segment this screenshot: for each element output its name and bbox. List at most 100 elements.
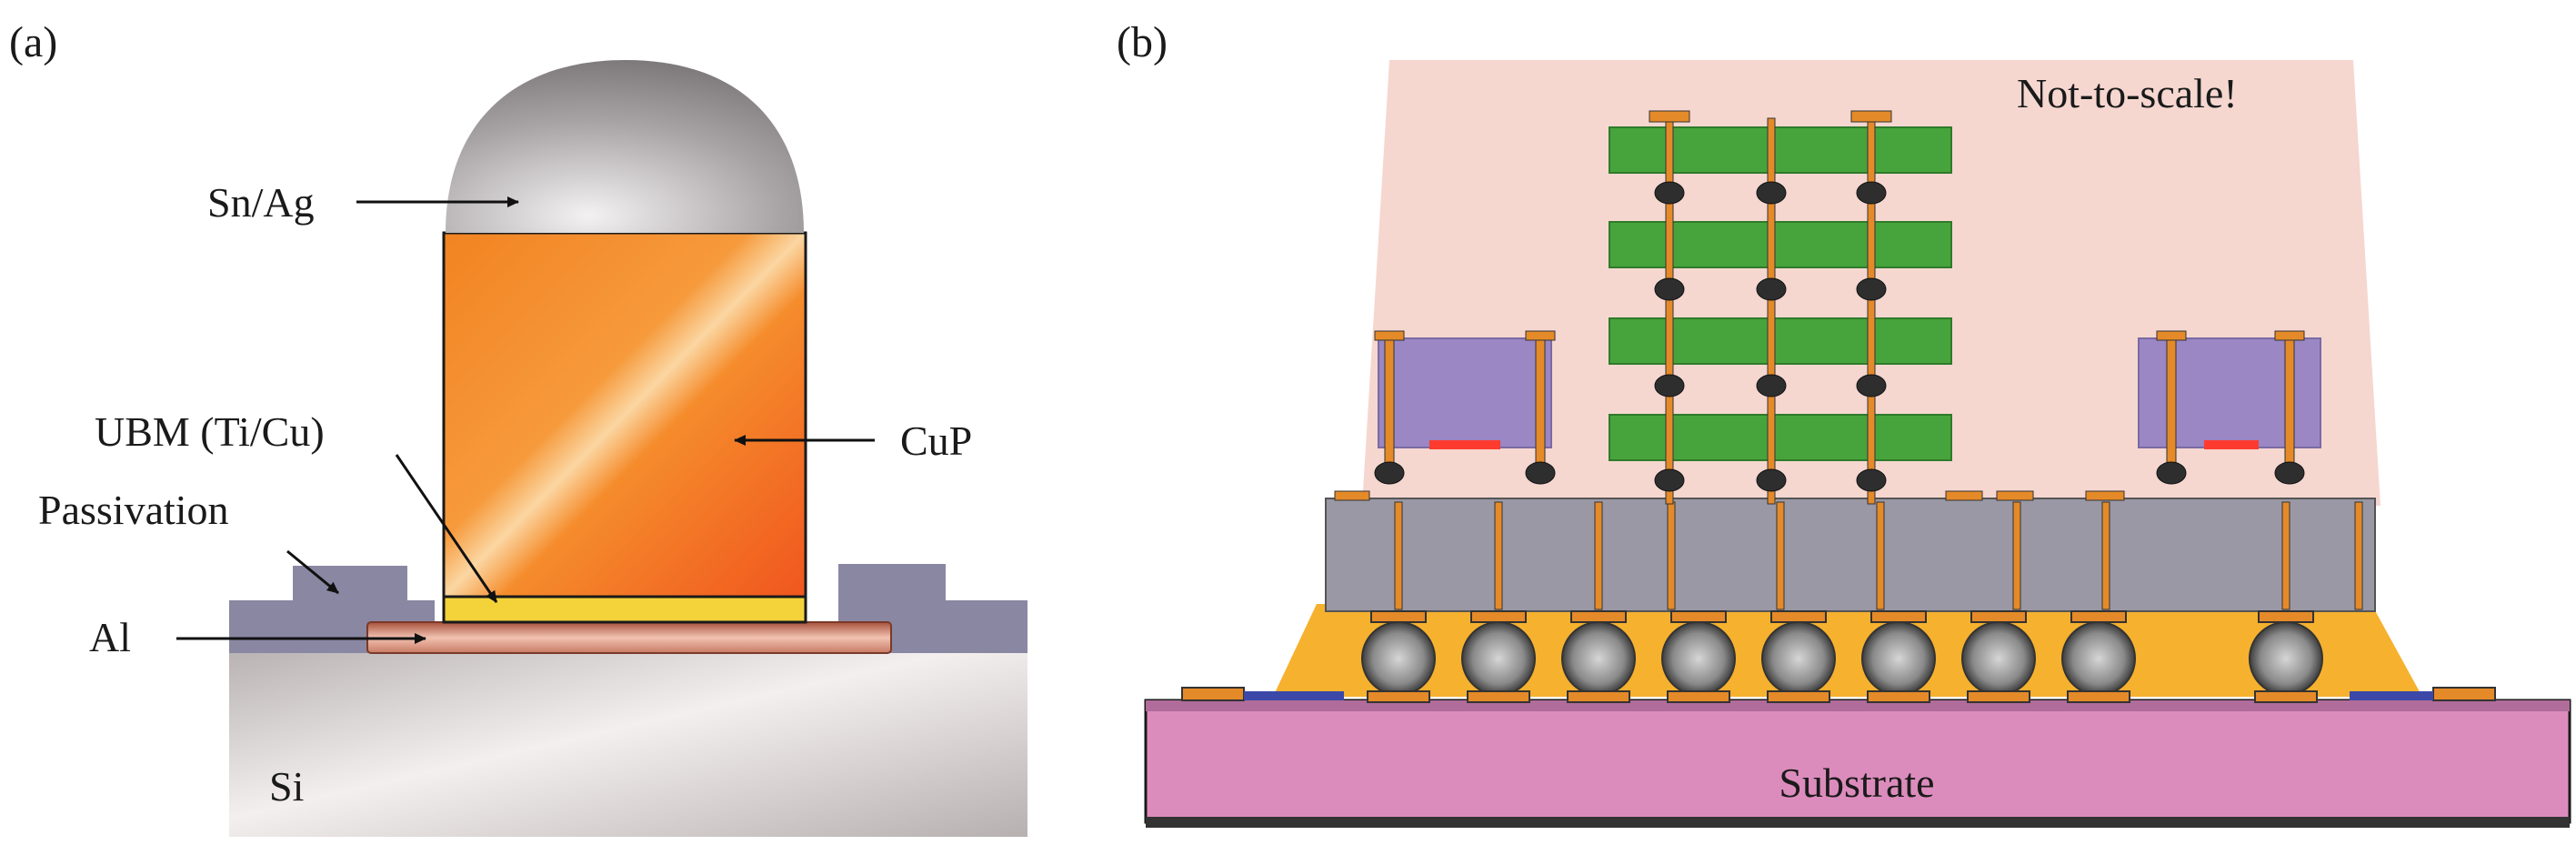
c4-top-pad	[1670, 610, 1727, 623]
micro-bump	[1654, 374, 1685, 397]
c4-bottom-pad	[1367, 690, 1430, 703]
tsv	[1776, 501, 1785, 610]
micro-bump	[1756, 374, 1787, 397]
c4-solder-ball	[1461, 621, 1536, 696]
c4-solder-ball	[2061, 621, 2136, 696]
si-layer	[229, 653, 1027, 837]
interposer-top-pad	[2085, 490, 2125, 501]
c4-solder-ball	[1961, 621, 2036, 696]
ubm-label: UBM (Ti/Cu)	[95, 408, 325, 455]
tsv	[2012, 501, 2021, 610]
passive-die-pad	[2274, 330, 2305, 341]
c4-bottom-pad	[1467, 690, 1530, 703]
tsv	[1594, 501, 1603, 610]
tsv	[2281, 501, 2290, 610]
interposer-top-pad	[1334, 490, 1370, 501]
c4-solder-ball	[1661, 621, 1736, 696]
tsv	[2354, 501, 2363, 610]
c4-solder-ball	[1361, 621, 1436, 696]
ubm-arrow	[395, 454, 498, 603]
not-to-scale-note: Not-to-scale!	[2017, 70, 2238, 116]
micro-bump	[2274, 461, 2305, 485]
c4-top-pad	[1470, 610, 1527, 623]
tsv	[2101, 501, 2110, 610]
panel-b-label: (b)	[1117, 18, 1168, 66]
cup-label: CuP	[900, 417, 972, 464]
c4-solder-ball	[1761, 621, 1836, 696]
c4-top-pad	[2070, 610, 2127, 623]
c4-bottom-pad	[1867, 690, 1930, 703]
memory-top-pad	[1850, 110, 1892, 123]
c4-bottom-pad	[1567, 690, 1630, 703]
passive-die-pillar	[1535, 336, 1546, 483]
snag-cap	[446, 60, 804, 233]
substrate-bottom-layer	[1146, 817, 2570, 828]
tsv	[1876, 501, 1885, 610]
si-label: Si	[269, 763, 304, 810]
al-label: Al	[89, 614, 131, 660]
micro-bump	[1525, 461, 1556, 485]
memory-tsv	[1767, 117, 1776, 505]
c4-top-pad	[2258, 610, 2314, 623]
memory-die-stack	[1609, 110, 1952, 505]
micro-bump	[1654, 468, 1685, 492]
substrate-pad-left	[1181, 687, 1245, 701]
c4-bottom-pad	[2254, 690, 2318, 703]
micro-bump	[1856, 181, 1887, 205]
panel-b: (b) Not-to-scale! Substrate	[1117, 18, 2571, 828]
passive-die-pad	[1374, 330, 1405, 341]
micro-bump	[1856, 374, 1887, 397]
c4-solder-ball	[1561, 621, 1636, 696]
cu-pillar	[442, 231, 807, 599]
c4-top-pad	[1370, 610, 1427, 623]
interposer-top-pad	[1996, 490, 2034, 501]
interposer-top-pad	[1945, 490, 1983, 501]
tsv	[1667, 501, 1676, 610]
interposer	[1325, 498, 2376, 612]
passive-die-pillar	[1384, 336, 1395, 483]
c4-bottom-pad	[2067, 690, 2130, 703]
panel-a-label: (a)	[9, 18, 57, 66]
substrate-trace	[2350, 691, 2433, 700]
c4-solder-ball	[1861, 621, 1936, 696]
memory-die	[1609, 414, 1952, 461]
micro-bump	[1756, 468, 1787, 492]
passive-die-pad	[1525, 330, 1556, 341]
substrate-pad-right	[2432, 687, 2496, 701]
panel-a: (a) Sn/Ag CuP UBM (Ti/Cu) Passivation Al…	[9, 18, 1027, 837]
memory-tsv	[1665, 117, 1674, 505]
c4-top-pad	[1870, 610, 1927, 623]
memory-top-pad	[1649, 110, 1690, 123]
memory-tsv	[1867, 117, 1876, 505]
passivation-label: Passivation	[38, 487, 229, 533]
tsv	[1394, 501, 1403, 610]
micro-bumps	[1374, 181, 2305, 492]
passive-die-pillar	[2166, 336, 2177, 483]
c4-bottom-pad	[1767, 690, 1830, 703]
micro-bump	[2156, 461, 2187, 485]
memory-die	[1609, 126, 1952, 174]
c4-bump-row	[1244, 610, 2433, 703]
c4-bottom-pad	[1667, 690, 1730, 703]
micro-bump	[1374, 461, 1405, 485]
micro-bump	[1756, 277, 1787, 301]
memory-die	[1609, 317, 1952, 365]
tsv	[1494, 501, 1503, 610]
c4-bottom-pad	[1967, 690, 2030, 703]
underfill	[1273, 604, 2422, 697]
substrate-label: Substrate	[1779, 759, 1934, 806]
c4-top-pad	[1770, 610, 1827, 623]
memory-die	[1609, 221, 1952, 268]
snag-label: Sn/Ag	[207, 179, 315, 226]
micro-bump	[1756, 181, 1787, 205]
passive-die-pillar	[2284, 336, 2295, 483]
micro-bump	[1856, 468, 1887, 492]
micro-bump	[1654, 277, 1685, 301]
passivation-arrow	[286, 549, 339, 595]
substrate-trace	[1244, 691, 1344, 700]
c4-top-pad	[1570, 610, 1627, 623]
substrate-top-layer	[1146, 700, 2570, 711]
micro-bump	[1856, 277, 1887, 301]
passive-die-pad	[2156, 330, 2187, 341]
